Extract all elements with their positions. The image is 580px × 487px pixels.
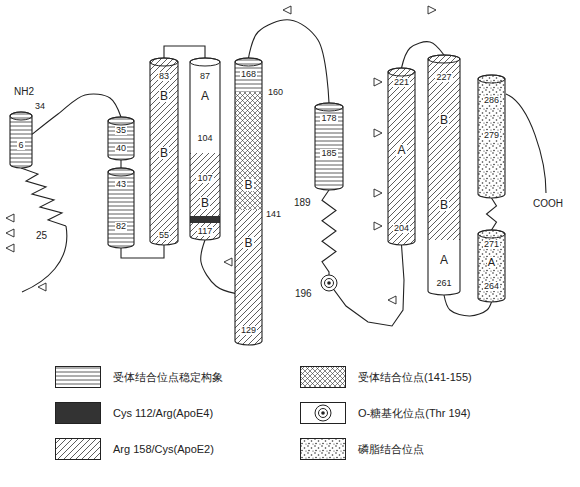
cylinder-label: 40: [115, 144, 127, 153]
helix-cylinder: 221A 204: [388, 68, 415, 245]
cylinder-label: 279: [483, 131, 500, 140]
cylinder-label: B: [243, 237, 253, 249]
legend-swatch: [55, 402, 101, 424]
cylinder-label: 204: [393, 224, 410, 233]
cylinder-label: B: [200, 197, 210, 209]
cleavage-triangles: [6, 6, 436, 304]
legend-item: Cys 112/Arg(ApoE4): [55, 402, 295, 426]
loop-connector: [120, 160, 121, 168]
helix-cylinder: 35 40: [108, 117, 134, 160]
cylinder-label: A: [439, 254, 449, 266]
legend-item: O-糖基化位点(Thr 194): [300, 402, 540, 426]
cylinder-label: 227: [435, 73, 452, 82]
helix-cylinder: 271A 264: [478, 230, 505, 302]
legend-item: 受体结合位点(141-155): [300, 366, 540, 390]
cylinder-label: B: [439, 114, 449, 126]
cylinder-label: 271: [483, 240, 500, 249]
legend-text: Arg 158/Cys(ApoE2): [113, 444, 214, 455]
legend-item: Arg 158/Cys(ApoE2): [55, 438, 295, 462]
helix-cylinder: 227B B A 261: [428, 55, 460, 295]
cylinder-label: 264: [483, 282, 500, 291]
helix-cylinder: 346: [10, 112, 32, 168]
cylinder-label: 6: [17, 141, 24, 150]
glycosylation-symbol: [321, 275, 337, 291]
legend-swatch: [55, 438, 101, 460]
cylinder-label: 160: [267, 88, 284, 97]
cylinder-label: B: [159, 90, 169, 102]
helix-cylinder: 43 82: [108, 168, 134, 248]
helix-cylinder: 168160B141B129: [235, 58, 262, 345]
callout-label: NH2: [14, 87, 34, 97]
legend-text: O-糖基化位点(Thr 194): [358, 408, 470, 419]
loop-connector: [164, 46, 205, 58]
cylinder-label: 83: [158, 72, 170, 81]
cylinder-label: 141: [265, 210, 282, 219]
cylinder-label: 286: [483, 96, 500, 105]
callout-label: 189: [294, 198, 311, 208]
cylinder-label: B: [159, 147, 169, 159]
cylinder-label: 261: [435, 279, 452, 288]
coil-zigzag: [21, 168, 66, 226]
callout-label: COOH: [533, 199, 563, 209]
legend-item: 受体结合位点稳定构象: [55, 366, 295, 390]
helix-cylinder: 87A 104 107B 117: [190, 58, 220, 240]
cylinder-label: A: [200, 90, 210, 102]
cylinder-label: 82: [115, 222, 127, 231]
legend-text: 受体结合位点(141-155): [358, 372, 472, 383]
cylinder-shape: [108, 117, 134, 160]
cylinder-label: B: [243, 179, 253, 191]
legend-swatch: [300, 366, 346, 388]
callout-label: 25: [36, 231, 47, 241]
legend-text: Cys 112/Arg(ApoE4): [113, 408, 213, 419]
loop-connector: [201, 240, 235, 293]
callout-label: 196: [295, 289, 312, 299]
legend-swatch: [55, 366, 101, 388]
cylinder-label: 185: [320, 149, 337, 158]
c-terminal-tail: [506, 94, 546, 193]
loop-connector: [487, 198, 497, 230]
legend-swatch: [300, 438, 346, 460]
cylinder-label: 35: [115, 126, 127, 135]
cylinder-label: 55: [158, 231, 170, 240]
terminal-loop: [22, 226, 67, 292]
cylinder-label: 107: [196, 174, 213, 183]
helix-cylinder: 286 279: [478, 75, 505, 198]
legend-swatch: [300, 402, 346, 424]
cylinder-label: 43: [115, 180, 127, 189]
cylinder-label: A: [487, 257, 496, 268]
cylinder-label: B: [439, 199, 449, 211]
cylinder-shape: [190, 58, 220, 240]
cylinder-label: A: [396, 144, 406, 156]
legend-item: 磷脂结合位点: [300, 438, 540, 462]
cylinder-label: 178: [320, 114, 337, 123]
cylinder-shape: [388, 68, 415, 245]
cylinder-shape: [235, 58, 262, 345]
legend-text: 磷脂结合位点: [358, 444, 424, 455]
cylinder-label: 168: [240, 70, 257, 79]
helix-cylinder: 178 185: [315, 103, 343, 190]
cylinder-label: 117: [197, 227, 213, 236]
cylinder-label: 34: [34, 102, 46, 111]
helix-cylinder: 83B B 55: [150, 58, 178, 245]
cylinder-label: 221: [393, 78, 410, 87]
cylinder-label: 129: [240, 326, 257, 335]
cylinder-label: 87: [199, 72, 211, 81]
legend-text: 受体结合位点稳定构象: [113, 372, 223, 383]
cylinder-label: 104: [196, 134, 213, 143]
